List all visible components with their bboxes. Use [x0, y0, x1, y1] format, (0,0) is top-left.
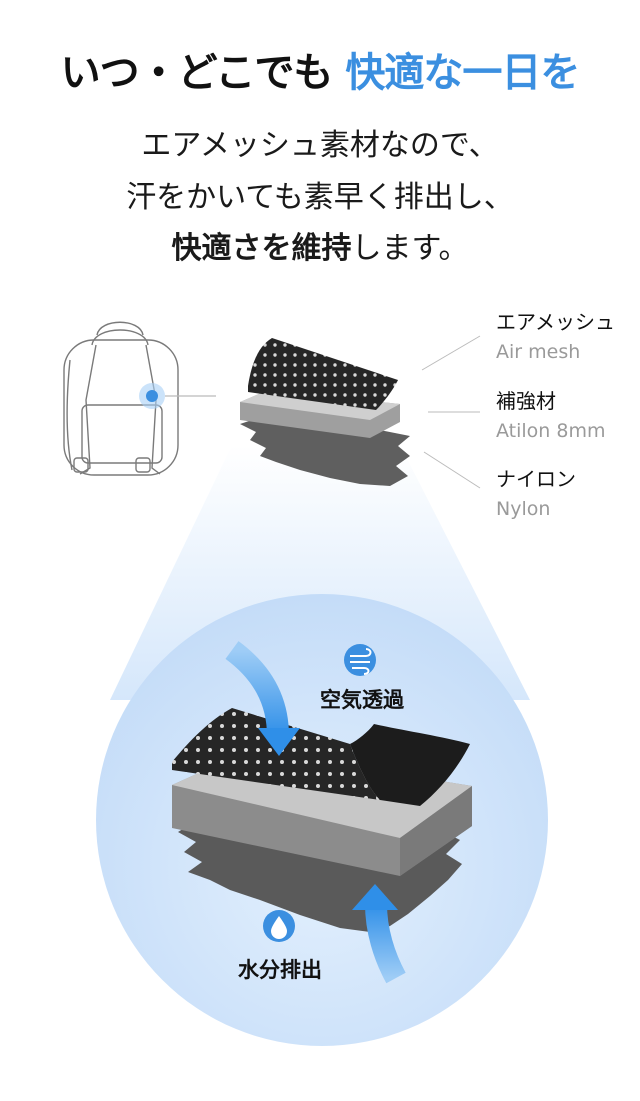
air-arrow-head — [258, 728, 300, 756]
description-line-2: 汗をかいても素早く排出し、 — [126, 180, 514, 215]
layer-label-nylon: ナイロン Nylon — [496, 463, 576, 520]
headline-accent: 快適な一日を — [345, 50, 580, 96]
layer-stack-large — [172, 708, 472, 932]
layer-label-air-mesh: エアメッシュ Air mesh — [496, 306, 615, 363]
moisture-flow-arrow — [365, 903, 406, 984]
layer-label-en: Air mesh — [496, 341, 581, 363]
highlight-dot — [146, 390, 158, 402]
moisture-arrow-head — [352, 884, 398, 910]
description-line-1: エアメッシュ素材なので、 — [141, 128, 499, 163]
description-bold: 快適さを維持 — [171, 231, 352, 266]
wind-icon — [344, 644, 376, 676]
water-drop-icon — [263, 910, 295, 942]
layer-label-jp: 補強材 — [496, 389, 556, 413]
air-flow-arrow — [225, 641, 289, 737]
description-rest: します。 — [351, 231, 469, 266]
moisture-release-caption: 水分排出 — [238, 958, 322, 982]
layer-stack-small — [240, 338, 410, 486]
layer-label-en: Atilon 8mm — [496, 420, 606, 442]
leader-line-1 — [421, 335, 481, 371]
layer-label-jp: エアメッシュ — [496, 310, 615, 334]
headline: いつ・どこでも 快適な一日を — [0, 40, 640, 98]
leader-line-3 — [423, 451, 481, 489]
layer-label-reinforcement: 補強材 Atilon 8mm — [496, 385, 605, 442]
headline-part1: いつ・どこでも — [60, 50, 334, 96]
backpack-icon — [63, 321, 179, 476]
layer-label-en: Nylon — [496, 498, 551, 520]
description-line-3: 快適さを維持します。 — [0, 223, 640, 267]
layer-label-jp: ナイロン — [496, 467, 576, 491]
air-permeability-caption: 空気透過 — [320, 688, 404, 712]
